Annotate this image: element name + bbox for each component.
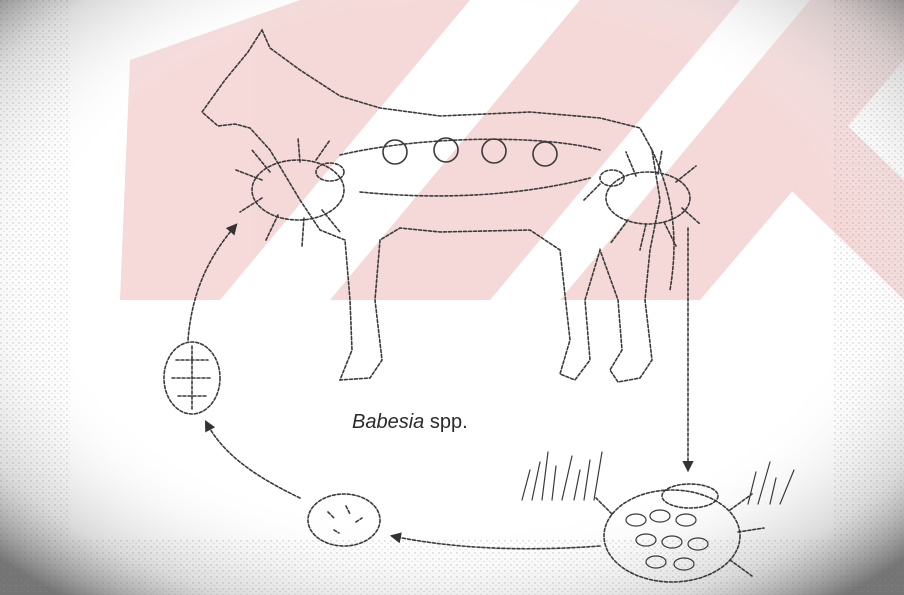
diagram-caption: Babesia spp. <box>352 411 468 434</box>
caption-genus: Babesia <box>352 411 424 433</box>
caption-suffix: spp. <box>430 411 468 433</box>
